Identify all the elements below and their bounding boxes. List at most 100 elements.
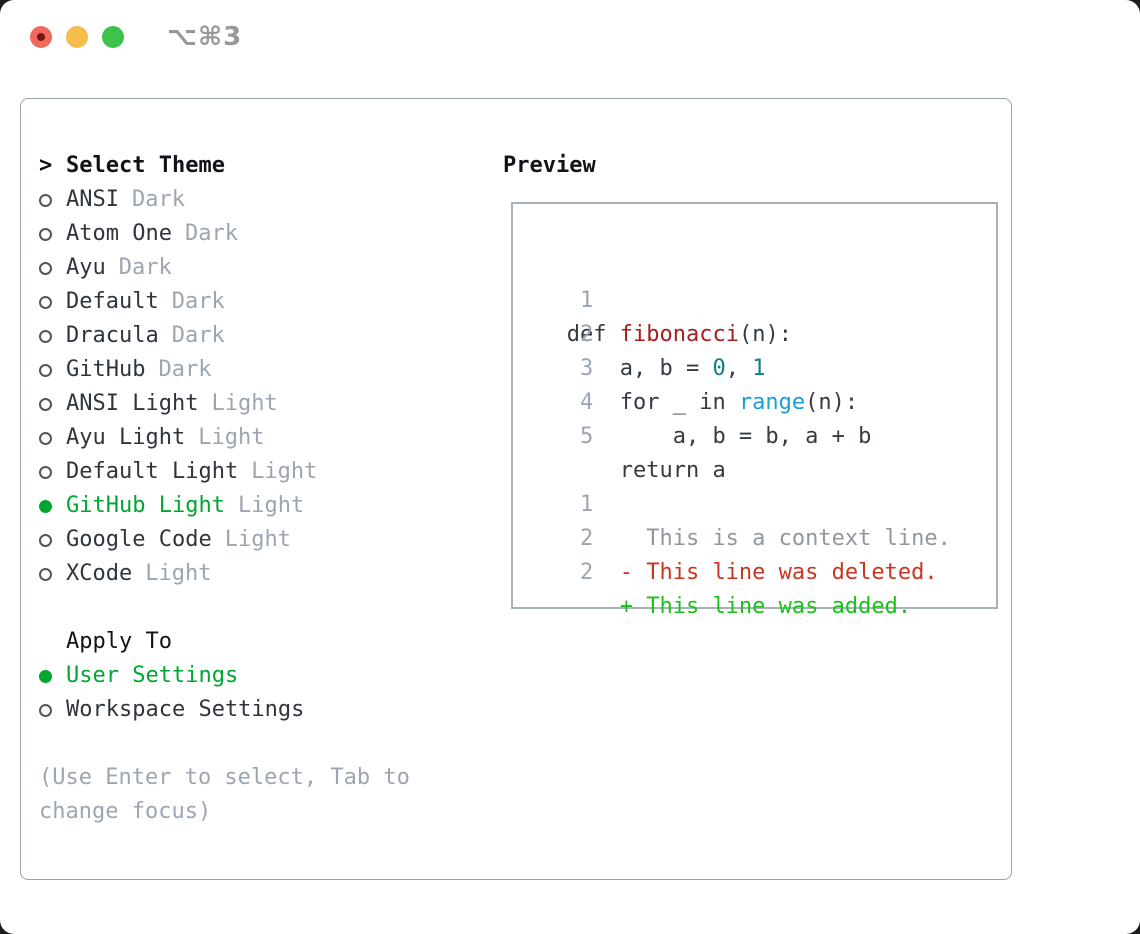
theme-name: Dracula [66,323,159,348]
theme-option[interactable]: ANSI Light Light [39,387,479,421]
theme-variant: Light [198,425,265,450]
code-line: 5 return a [527,386,996,483]
radio-icon [39,261,52,275]
zoom-button[interactable] [102,26,124,48]
line-number: 2 [579,560,594,585]
theme-option[interactable]: Default Dark [39,285,479,319]
code-token: a, b = b, a + b [553,424,872,449]
code-line: 1 This is a context line. [527,454,996,551]
code-token: This is a context line. [553,526,951,551]
theme-option[interactable]: Ayu Dark [39,251,479,285]
code-token: return a [553,458,726,483]
radio-icon [39,431,52,445]
line-number: 2 [579,526,594,551]
theme-name: Atom One [66,221,172,246]
code-line: 2 + This line was added. [527,522,996,619]
code-token: fibonacci [619,322,739,347]
line-number: 1 [579,492,594,517]
theme-name: Ayu Light [66,425,186,450]
theme-name: Google Code [66,527,212,552]
theme-name: Default [66,289,159,314]
radio-icon [39,669,52,683]
apply-to-name: Workspace Settings [66,697,305,722]
radio-icon [39,703,52,717]
theme-variant: Light [237,493,305,518]
code-line: 2 - This line was deleted. [527,488,996,585]
theme-name: ANSI [66,187,119,212]
theme-name: Ayu [66,255,106,280]
code-token: 0 [712,356,726,381]
code-token: - This line was deleted. [553,560,938,585]
radio-icon [39,567,52,581]
code-line: 1 def fibonacci(n): [527,250,996,347]
theme-name: GitHub [66,357,146,382]
radio-icon [39,499,52,513]
radio-icon [39,465,52,479]
code-token: + This line was added. [553,594,912,619]
apply-to-header: Apply To [66,629,172,654]
apply-to-option[interactable]: Workspace Settings [39,693,479,727]
spacer [39,727,479,761]
theme-variant: Light [251,459,318,484]
theme-variant: Dark [158,357,212,382]
spacer [39,591,479,625]
line-number: 3 [579,356,594,381]
theme-variant: Dark [184,221,238,246]
code-token: , [725,356,753,381]
theme-option[interactable]: XCode Light [39,557,479,591]
window-titlebar: ⌥⌘3 [0,0,1140,74]
theme-name: ANSI Light [66,391,199,416]
window-title-shortcut: ⌥⌘3 [167,22,243,52]
minimize-button[interactable] [66,26,88,48]
code-line: 4 a, b = b, a + b [527,352,996,449]
theme-option[interactable]: Dracula Dark [39,319,479,353]
apply-to-name: User Settings [66,663,239,688]
radio-icon [39,363,52,377]
preview-box: 1 def fibonacci(n): 2 a, b = 0, 1 3 for … [511,202,998,619]
theme-option[interactable]: Ayu Light Light [39,421,479,455]
theme-variant: Dark [171,289,225,314]
select-theme-header: > Select Theme [39,149,479,183]
theme-name: GitHub Light [66,493,225,518]
theme-option[interactable]: GitHub Dark [39,353,479,387]
theme-option[interactable]: Google Code Light [39,523,479,557]
theme-variant: Dark [171,323,225,348]
close-button[interactable] [30,26,52,48]
code-token: a, b = [553,356,713,381]
apply-to-option[interactable]: User Settings [39,659,479,693]
radio-icon [39,397,52,411]
code-token: def [553,322,620,347]
radio-icon [39,193,52,207]
radio-icon [39,295,52,309]
code-token: range [738,390,806,415]
preview-title: Preview [503,153,596,178]
theme-name: Default Light [66,459,239,484]
select-theme-label: Select Theme [66,153,225,178]
line-number: 4 [579,390,594,415]
theme-option[interactable]: Atom One Dark [39,217,479,251]
preview-code: 1 def fibonacci(n): 2 a, b = 0, 1 3 for … [527,250,996,619]
code-line: 2 a, b = 0, 1 [527,284,996,381]
traffic-lights [30,26,124,48]
apply-to-list: User Settings Workspace Settings [39,659,479,727]
theme-option[interactable]: ANSI Dark [39,183,479,217]
hint-text: (Use Enter to select, Tab to change focu… [39,765,410,824]
code-line: 3 for _ in range(n): [527,318,996,415]
code-token: (n): [738,322,792,347]
theme-name: XCode [66,561,133,586]
theme-option[interactable]: GitHub Light Light [39,489,479,523]
line-number: 2 [579,322,594,347]
cursor-indicator: > [39,153,53,178]
code-token: (n): [805,390,859,415]
theme-selector-column: > Select Theme ANSI Dark Atom One Dark A… [39,149,479,829]
line-number: 5 [579,424,594,449]
theme-option[interactable]: Default Light Light [39,455,479,489]
code-token: for _ in [553,390,739,415]
theme-picker-panel: > Select Theme ANSI Dark Atom One Dark A… [20,98,1012,880]
line-number: 1 [579,288,594,313]
radio-icon [39,329,52,343]
theme-variant: Light [211,391,278,416]
theme-variant: Light [145,561,212,586]
theme-variant: Light [224,527,291,552]
